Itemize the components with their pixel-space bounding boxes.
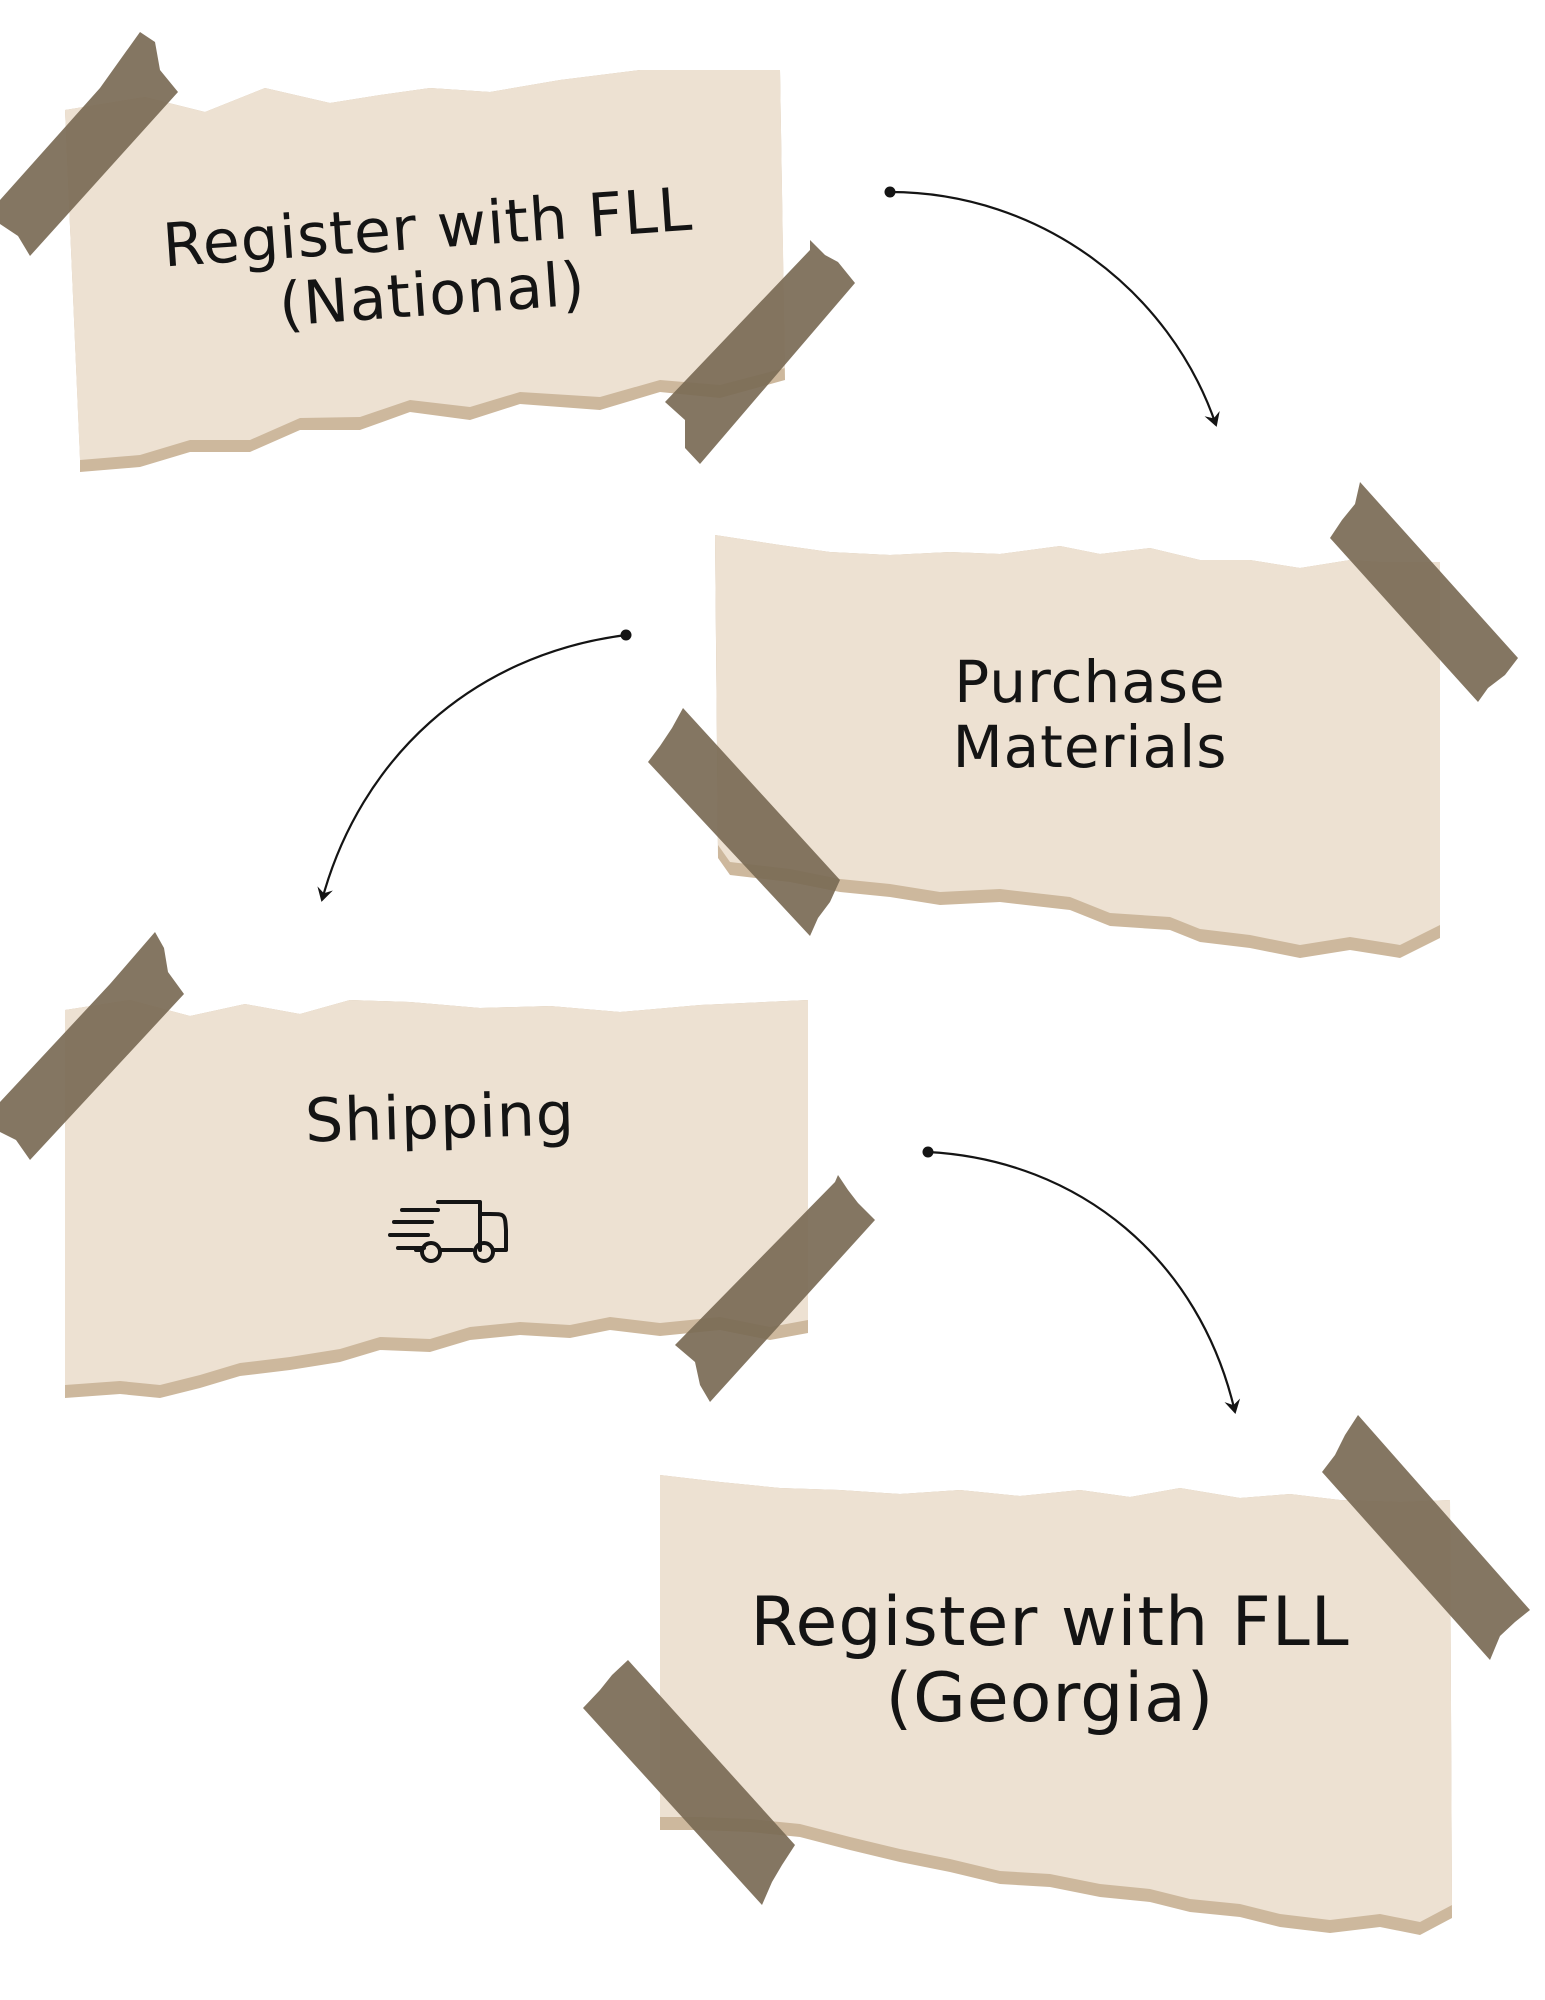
note-shipping	[0, 932, 875, 1402]
note-paper	[660, 1475, 1452, 1922]
step-label-line: Shipping	[304, 1079, 576, 1157]
connector-shipping-to-georgia	[922, 1146, 1241, 1414]
step-label-line: (Georgia)	[885, 1659, 1215, 1739]
note-purchase-materials	[648, 482, 1518, 958]
connector-national-to-purchase	[884, 186, 1220, 427]
step-label-shipping: Shipping	[249, 1079, 631, 1157]
tape-strip	[1330, 482, 1518, 702]
note-paper	[65, 1000, 808, 1385]
tape-strip	[0, 932, 184, 1160]
tape-strip	[583, 1660, 795, 1905]
delivery-truck-icon	[388, 1200, 508, 1263]
connector-arrow	[889, 190, 1220, 427]
tape-strip	[0, 32, 178, 256]
note-paper	[65, 70, 785, 460]
tape-strip	[1322, 1415, 1530, 1660]
step-label-line: Materials	[952, 712, 1228, 781]
step-label-line: Purchase	[954, 648, 1226, 716]
step-label-line: Register with FLL	[750, 1583, 1350, 1662]
step-label-register-georgia: Register with FLL (Georgia)	[720, 1583, 1380, 1739]
connector-arrow	[927, 1150, 1241, 1414]
note-register-national	[0, 32, 855, 472]
note-paper	[715, 535, 1440, 945]
note-register-georgia	[583, 1415, 1530, 1935]
tape-strip	[665, 240, 855, 464]
tape-strip	[648, 708, 840, 936]
tape-strip	[675, 1175, 875, 1402]
connector-arrow	[317, 633, 627, 902]
step-label-purchase-materials: Purchase Materials	[880, 650, 1300, 780]
connector-purchase-to-shipping	[317, 629, 632, 902]
